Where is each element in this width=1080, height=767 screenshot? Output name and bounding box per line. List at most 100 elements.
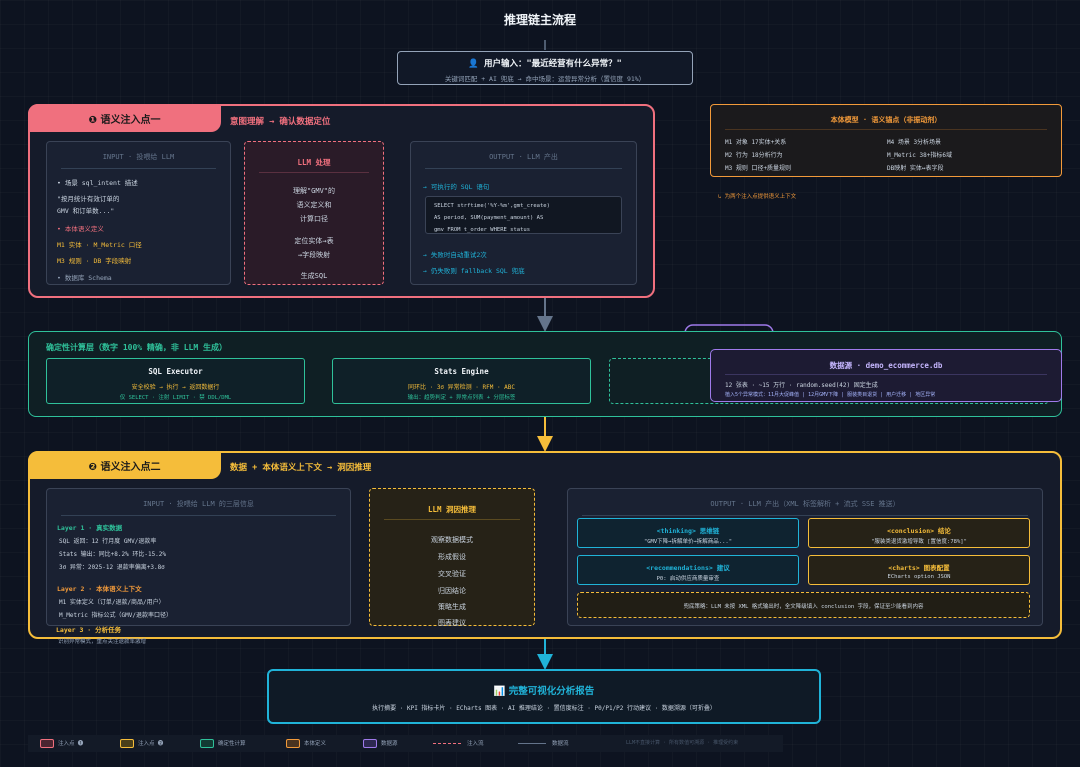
thinking-tag: <thinking> 思维链 "GMV下降→拆解单价→拆解商品..."	[577, 518, 799, 548]
datasource-box: 数据源 · demo_ecommerce.db 12 张表 · ~15 万行 ·…	[710, 349, 1062, 402]
ontology-item: M3 规则 口径+质量规则	[725, 165, 792, 172]
zone3-tab: ❷ 语义注入点二	[28, 451, 221, 479]
legend-item: 注入点 ❷	[120, 739, 163, 748]
sql-executor-line: 安全校验 → 执行 → 返回数据行	[131, 384, 220, 391]
report-sub: 执行摘要 · KPI 指标卡片 · ECharts 图表 · AI 推理结论 ·…	[372, 705, 716, 712]
ontology-title: 本体模型 · 语义锚点（非振动剂）	[830, 116, 942, 124]
zone1-input-title: INPUT · 投喂给 LLM	[102, 153, 175, 161]
stats-engine-line: 同环比 · 3σ 异常检测 · RFM · ABC	[407, 384, 516, 391]
stats-engine-box: Stats Engine 同环比 · 3σ 异常检测 · RFM · ABC 输…	[332, 358, 591, 404]
zone1-input-line: GMV 和订单数..."	[57, 207, 115, 215]
zone1-llm-line: →字段映射	[297, 251, 331, 259]
zone1-llm-line: 计算口径	[300, 215, 328, 223]
layer2-line: M_Metric 指标公式（GMV/退款率口径）	[59, 612, 172, 619]
legend-item: 注入流	[433, 739, 484, 747]
thinking-sub: "GMV下降→拆解单价→拆解商品..."	[643, 539, 733, 545]
zone1-output-line: → 仍失败则 fallback SQL 兜底	[423, 267, 525, 275]
zone1-input-line: "按月统计有效订单的	[57, 195, 120, 203]
zone1-input-card: INPUT · 投喂给 LLM • 场景 sql_intent 描述 "按月统计…	[46, 141, 231, 285]
zone1-output-title: OUTPUT · LLM 产出	[489, 153, 558, 161]
layer1-line: 3σ 异常：2025-12 退款率偏离+3.8σ	[59, 564, 165, 571]
ontology-item: DB映射 实体↔表字段	[887, 165, 944, 172]
zone3-llm-line: 图表建议	[438, 619, 466, 627]
layer1-title: Layer 1 · 真实数据	[57, 524, 123, 532]
layer2-title: Layer 2 · 本体语义上下文	[57, 585, 142, 593]
report-box: 📊 完整可视化分析报告 执行摘要 · KPI 指标卡片 · ECharts 图表…	[267, 669, 821, 724]
layer2-line: M1 实体定义（订单/退款/商品/用户）	[59, 599, 165, 606]
thinking-title: <thinking> 思维链	[656, 527, 720, 535]
legend-item: 数据流	[518, 739, 569, 747]
recommendations-tag: <recommendations> 建议 P0: 启动供应商质量审查	[577, 555, 799, 585]
zone3-output-title: OUTPUT · LLM 产出（XML 标签解析 + 流式 SSE 推送）	[710, 500, 900, 508]
fallback-box: 兜底策略：LLM 未按 XML 格式输出时，全文降级填入 conclusion …	[577, 592, 1030, 618]
zone2-heading: 确定性计算层（数字 100% 精确，非 LLM 生成）	[46, 343, 227, 352]
recommendations-sub: P0: 启动供应商质量审查	[656, 576, 720, 582]
page-title: 推理链主流程	[503, 13, 576, 27]
zone1-llm-card: LLM 处理 理解"GMV"的 语义定义和 计算口径 定位实体→表 →字段映射 …	[244, 141, 384, 285]
user-input-box: 👤 用户输入："最近经营有什么异常？" 关键词匹配 + AI 兜底 → 命中场景…	[397, 51, 693, 85]
fallback-text: 兜底策略：LLM 未按 XML 格式输出时，全文降级填入 conclusion …	[683, 604, 924, 610]
ontology-note: ↳ 为两个注入点提供语义上下文	[718, 194, 797, 200]
zone3-llm-line: 归因结论	[438, 587, 466, 595]
zone3-llm-line: 观察数据模式	[431, 536, 473, 544]
zone3-llm-title: LLM 洞因推理	[427, 505, 477, 514]
sql-code-line: gmv FROM t_order WHERE status	[434, 227, 531, 233]
user-input-main: 👤 用户输入："最近经营有什么异常？"	[468, 59, 622, 69]
report-title: 📊 完整可视化分析报告	[493, 686, 595, 697]
recommendations-title: <recommendations> 建议	[646, 564, 730, 572]
layer1-line: Stats 输出：同比+8.2% 环比-15.2%	[59, 551, 167, 558]
conclusion-sub: "服装类退货激增导致 [置信度:78%]"	[871, 539, 967, 545]
zone1-output-line: → 可执行的 SQL 语句	[423, 183, 490, 191]
zone3-input-card: INPUT · 投喂给 LLM 的三层信息 Layer 1 · 真实数据 SQL…	[46, 488, 351, 626]
zone1-llm-line: 定位实体→表	[294, 237, 334, 245]
conclusion-tag: <conclusion> 结论 "服装类退货激增导致 [置信度:78%]"	[808, 518, 1030, 548]
zone1-input-line: • 数据库 Schema	[57, 274, 112, 282]
sql-code-line: SELECT strftime('%Y-%m',gmt_create)	[434, 203, 550, 209]
sql-executor-line: 仅 SELECT · 注射 LIMIT · 禁 DDL/DML	[119, 395, 232, 401]
zone1-llm-line: 生成SQL	[300, 272, 328, 280]
legend-item: 本体定义	[286, 739, 326, 748]
sql-executor-box: SQL Executor 安全校验 → 执行 → 返回数据行 仅 SELECT …	[46, 358, 305, 404]
zone1-input-line: • 场景 sql_intent 描述	[57, 179, 138, 187]
ontology-item: M2 行为 18分析行为	[725, 152, 783, 159]
zone1-input-line: • 本体语义定义	[57, 225, 104, 233]
layer3-line: 识别异常模式，重点关注退款率激增	[58, 639, 147, 645]
layer1-line: SQL 返回：12 行月度 GMV/退款率	[59, 538, 157, 545]
ontology-item: M1 对象 17实体+关系	[725, 139, 787, 146]
zone1-tab: ❶ 语义注入点一	[28, 104, 221, 132]
zone1-heading: 意图理解 → 确认数据定位	[230, 117, 331, 127]
datasource-line: 12 张表 · ~15 万行 · random.seed(42) 固定生成	[725, 382, 878, 389]
legend-note: LLM不直接计算 · 所有数值可溯源 · 推理受约束	[626, 740, 739, 746]
zone3-llm-line: 形成假设	[438, 553, 466, 561]
datasource-line: 植入5个异常模式：11月大促峰值 | 12月GMV下降 | 服装类目退货 | 用…	[725, 392, 936, 398]
datasource-title: 数据源 · demo_ecommerce.db	[829, 361, 943, 370]
ontology-box: 本体模型 · 语义锚点（非振动剂） M1 对象 17实体+关系 M4 场景 3分…	[710, 104, 1062, 177]
layer3-title: Layer 3 · 分析任务	[56, 626, 122, 634]
zone1-input-line: M1 实体 · M_Metric 口径	[57, 241, 142, 249]
charts-tag: <charts> 图表配置 ECharts option JSON	[808, 555, 1030, 585]
legend-item: 数据源	[363, 739, 398, 748]
zone3-heading: 数据 + 本体语义上下文 → 洞因推理	[230, 463, 372, 473]
legend-item: 确定性计算	[200, 739, 246, 748]
zone3-llm-line: 交叉验证	[438, 570, 466, 578]
stats-engine-line: 输出：趋势判定 + 异常点列表 + 分层标签	[407, 395, 516, 401]
zone3-input-title: INPUT · 投喂给 LLM 的三层信息	[143, 500, 254, 508]
ontology-item: M_Metric 38+指标6域	[887, 152, 952, 159]
sql-code-block: SELECT strftime('%Y-%m',gmt_create) AS p…	[425, 196, 622, 234]
zone1-llm-title: LLM 处理	[297, 158, 331, 167]
ontology-item: M4 场景 3分析场景	[887, 139, 942, 146]
zone1-output-line: → 失败时自动重试2次	[423, 251, 487, 259]
stats-engine-title: Stats Engine	[434, 367, 489, 376]
zone1-llm-line: 理解"GMV"的	[292, 187, 336, 195]
charts-title: <charts> 图表配置	[888, 564, 950, 572]
zone1-input-line: M3 规则 · DB 字段映射	[57, 257, 132, 265]
sql-executor-title: SQL Executor	[148, 367, 203, 376]
zone3-llm-line: 策略生成	[438, 603, 466, 611]
zone3-llm-card: LLM 洞因推理 观察数据模式 形成假设 交叉验证 归因结论 策略生成 图表建议	[369, 488, 535, 627]
sql-code-line: AS period, SUM(payment_amount) AS	[434, 215, 544, 221]
charts-sub: ECharts option JSON	[887, 574, 951, 580]
user-input-sub: 关键词匹配 + AI 兜底 → 命中场景：运营异常分析（置信度 91%）	[444, 75, 646, 83]
zone1-llm-line: 语义定义和	[296, 201, 332, 209]
legend-item: 注入点 ❶	[40, 739, 83, 748]
legend: 注入点 ❶ 注入点 ❷ 确定性计算 本体定义 数据源 注入流 数据流 LLM不直…	[28, 735, 783, 752]
